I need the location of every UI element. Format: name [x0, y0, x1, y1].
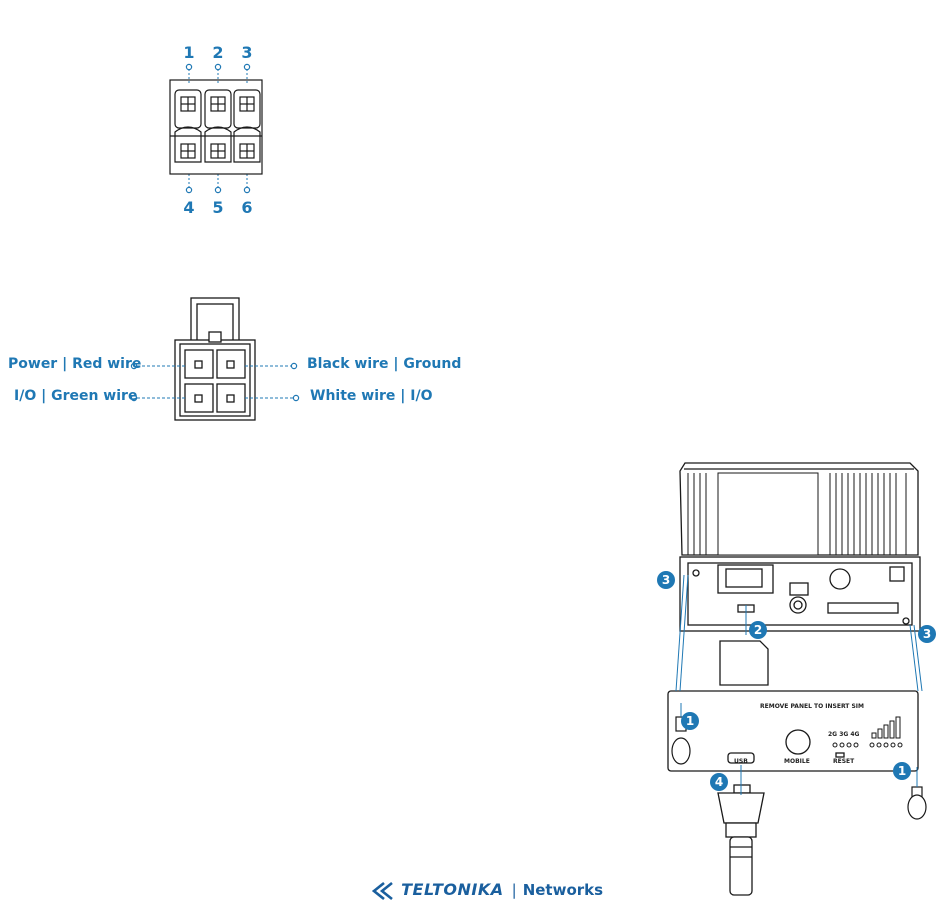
reset-label: RESET	[833, 758, 854, 765]
six-pin-connector: 1 2 3 4 5 6	[150, 40, 280, 220]
step-badge-1-left: 1	[681, 712, 699, 730]
step-badge-3-right: 3	[918, 625, 936, 643]
network-labels: 2G 3G 4G	[828, 731, 859, 738]
device-illustration	[640, 455, 940, 905]
step-badge-2: 2	[749, 621, 767, 639]
usb-label: USB	[734, 758, 748, 765]
teltonika-logo: TELTONIKA | Networks	[372, 880, 603, 908]
six-pin-connector-drawing	[150, 40, 280, 220]
step-badge-3-left: 3	[657, 571, 675, 589]
wire-label-ground: Black wire | Ground	[307, 356, 461, 372]
teltonika-chevron-icon	[372, 881, 396, 901]
logo-suffix: Networks	[523, 881, 603, 899]
wire-label-io-white: White wire | I/O	[310, 388, 433, 404]
wire-label-io-green: I/O | Green wire	[14, 388, 137, 404]
pin-label-6: 6	[237, 198, 257, 217]
pin-label-5: 5	[208, 198, 228, 217]
step-badge-1-right: 1	[893, 762, 911, 780]
logo-brand: TELTONIKA	[401, 880, 504, 899]
sim-card	[720, 641, 768, 685]
wire-label-power: Power | Red wire	[8, 356, 141, 372]
pin-label-4: 4	[179, 198, 199, 217]
logo-separator: |	[512, 881, 517, 899]
mobile-label: MOBILE	[784, 758, 810, 765]
step-badge-4: 4	[710, 773, 728, 791]
panel-instruction: REMOVE PANEL TO INSERT SIM	[760, 703, 864, 710]
